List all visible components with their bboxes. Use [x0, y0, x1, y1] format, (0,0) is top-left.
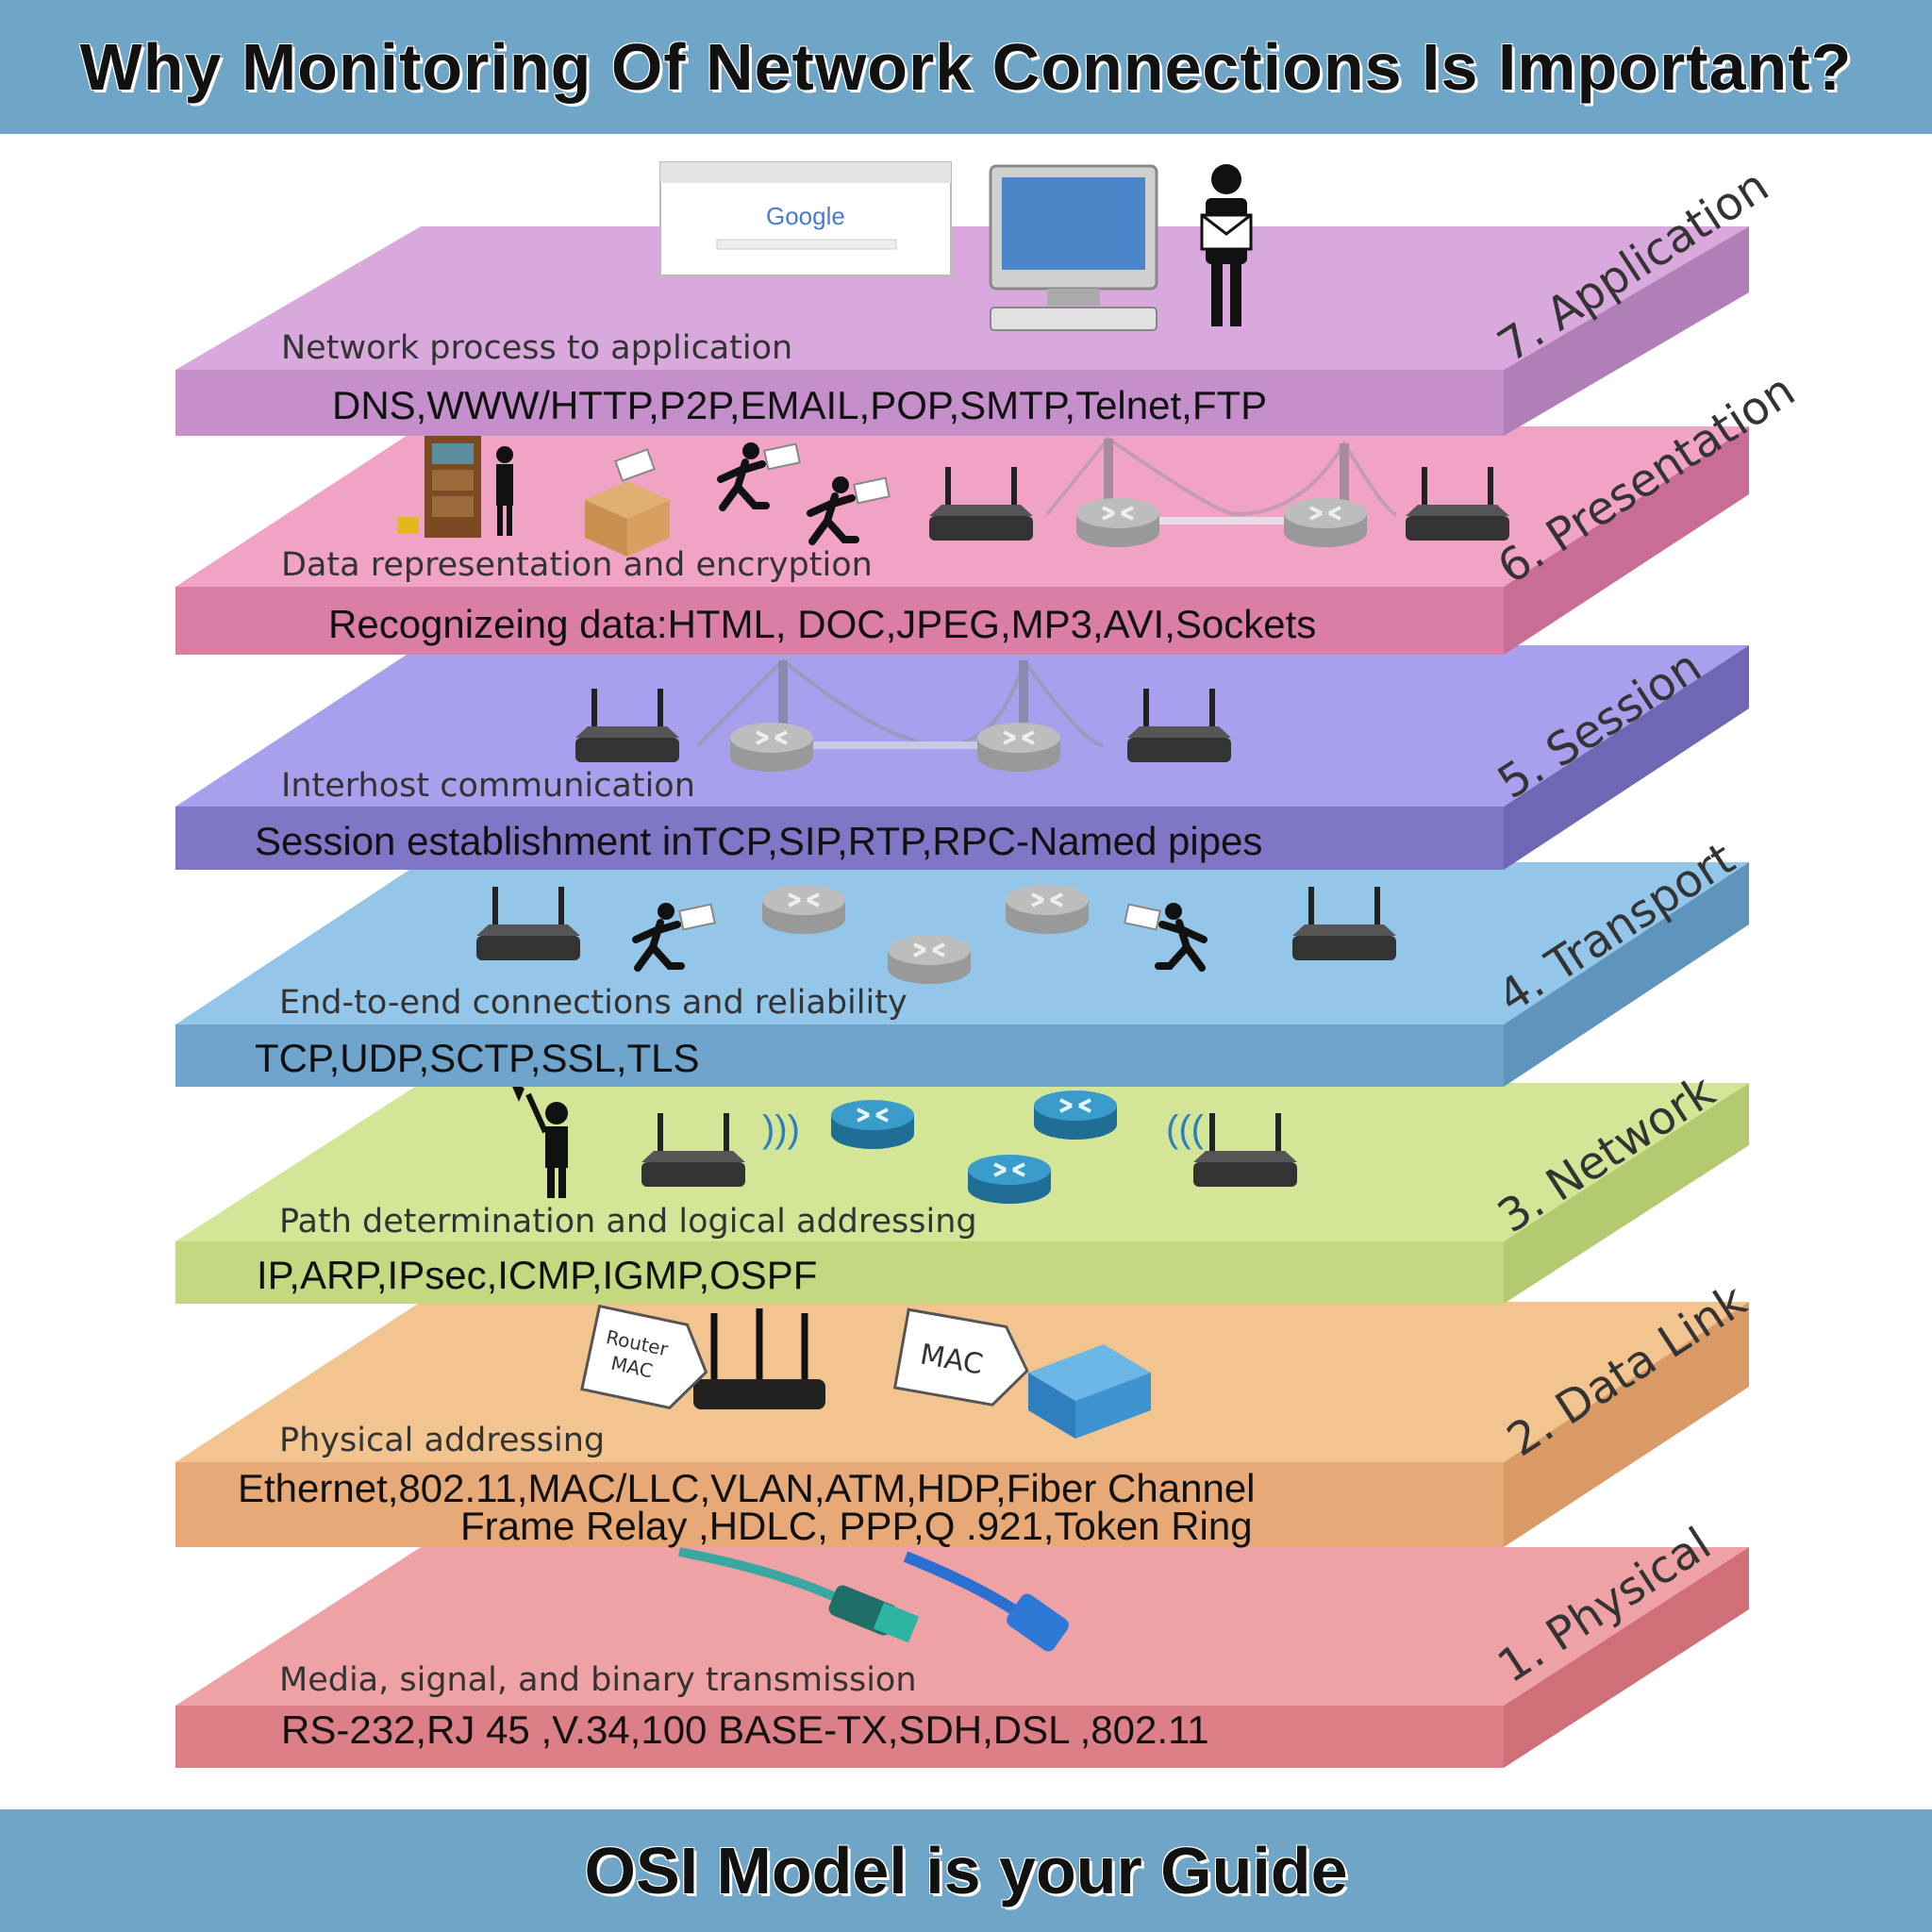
switch-icon [1028, 1344, 1151, 1439]
cable-icon [678, 1547, 1069, 1652]
footer-text: OSI Model is your Guide [584, 1834, 1348, 1907]
page-title: Why Monitoring Of Network Connections Is… [79, 30, 1853, 104]
person-with-envelope-icon [1200, 164, 1253, 326]
layer-presentation-desc: Data representation and encryption [281, 546, 873, 584]
layer-data-link-desc: Physical addressing [279, 1422, 605, 1459]
router-hub-icon [760, 883, 847, 936]
router-mac-tag: Router MAC [580, 1304, 708, 1409]
router-hub-icon [1004, 883, 1091, 936]
google-label: Google [766, 202, 845, 230]
footer-banner: OSI Model is your Guide [0, 1809, 1932, 1932]
router-hub-icon [1074, 496, 1161, 549]
layer-network-protocols: IP,ARP,IPsec,ICMP,IGMP,OSPF [257, 1253, 817, 1297]
browser-icon: Google [659, 161, 952, 276]
layer-presentation-protocols: Recognizeing data:HTML, DOC,JPEG,MP3,AVI… [328, 602, 1316, 646]
mac-tag: MAC [892, 1307, 1029, 1407]
layer-data-link-protocols-1: Ethernet,802.11,MAC/LLC,VLAN,ATM,HDP,Fib… [238, 1466, 1256, 1510]
layer-session-desc: Interhost communication [281, 767, 695, 805]
layer-session: Interhost communication Session establis… [175, 640, 1749, 870]
layer-data-link: Router MAC MAC Physical addressing Ether… [175, 1274, 1756, 1548]
router-hub-icon [728, 721, 815, 774]
layer-transport: End-to-end connections and reliability T… [175, 832, 1749, 1087]
layer-network-desc: Path determination and logical addressin… [279, 1203, 977, 1241]
layer-transport-desc: End-to-end connections and reliability [279, 984, 908, 1022]
layer-physical-desc: Media, signal, and binary transmission [279, 1661, 917, 1699]
router-hub-icon [975, 721, 1062, 774]
wifi-icon: ))) [762, 1108, 800, 1150]
layer-data-link-protocols-2: Frame Relay ,HDLC, PPP,Q .921,Token Ring [460, 1504, 1253, 1548]
layer-physical-protocols: RS-232,RJ 45 ,V.34,100 BASE-TX,SDH,DSL ,… [281, 1707, 1209, 1752]
router-hub-icon [829, 1098, 916, 1151]
layer-network: ))) ((( Path determination and logical a… [175, 1065, 1749, 1304]
layer-application-protocols: DNS,WWW/HTTP,P2P,EMAIL,POP,SMTP,Telnet,F… [332, 383, 1267, 427]
layer-physical: Media, signal, and binary transmission R… [175, 1518, 1749, 1768]
router-hub-icon [1032, 1089, 1119, 1141]
osi-layer-stack: Media, signal, and binary transmission R… [175, 159, 1805, 1768]
router-icon [693, 1308, 825, 1409]
box-icon [585, 448, 670, 557]
computer-icon [989, 164, 1158, 331]
layer-session-protocols: Session establishment inTCP,SIP,RTP,RPC-… [255, 819, 1262, 863]
bookcase-icon [398, 434, 513, 538]
layer-application: Google Network process to application DN… [175, 159, 1778, 436]
layer-application-desc: Network process to application [281, 329, 792, 367]
router-hub-icon [1282, 496, 1369, 549]
router-hub-icon [886, 933, 973, 986]
title-banner: Why Monitoring Of Network Connections Is… [0, 0, 1932, 134]
layer-transport-protocols: TCP,UDP,SCTP,SSL,TLS [255, 1036, 700, 1080]
wifi-icon: ((( [1166, 1108, 1205, 1150]
router-hub-icon [966, 1153, 1053, 1206]
